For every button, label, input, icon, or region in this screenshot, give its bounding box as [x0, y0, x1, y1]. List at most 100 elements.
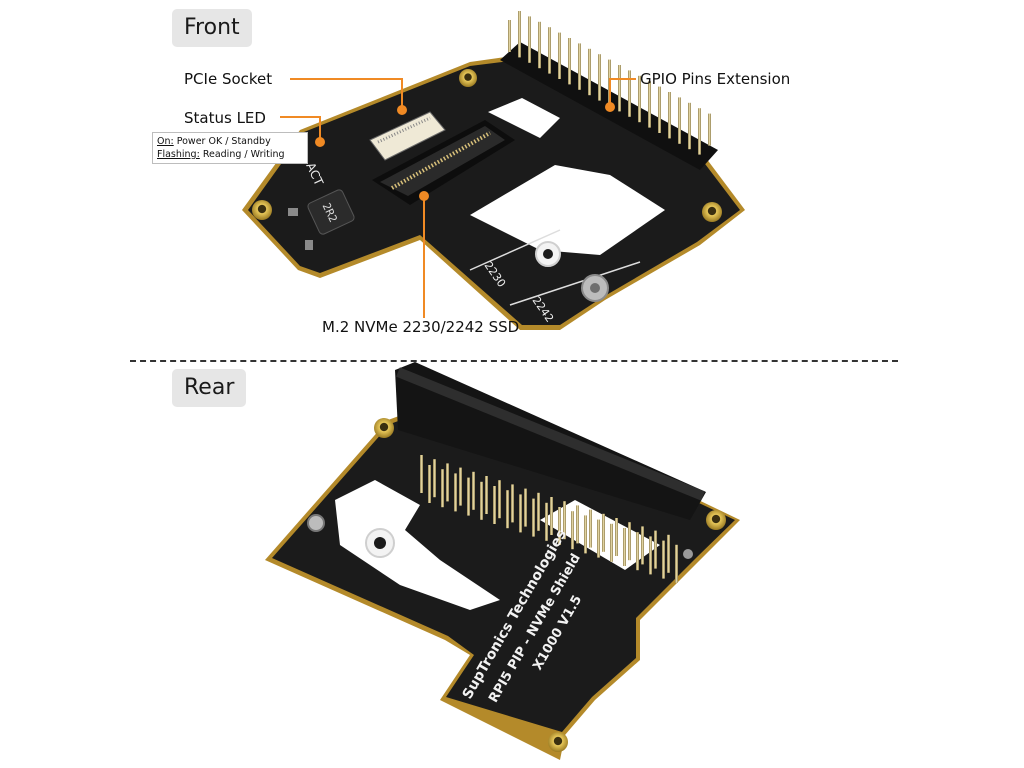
- rear-pin: [532, 498, 535, 537]
- rear-pin: [610, 523, 613, 562]
- smd-component: [288, 208, 298, 216]
- gpio-pin: [678, 97, 681, 130]
- gpio-pin: [618, 65, 621, 97]
- m2-connector: [372, 120, 515, 205]
- mounting-hole: [459, 69, 477, 87]
- rear-female-header: [395, 362, 706, 583]
- rear-pin: [467, 477, 470, 516]
- rear-pin: [589, 509, 592, 548]
- front-board: 2R2 ACT 2230 2242: [242, 11, 745, 330]
- rear-pin: [537, 492, 540, 531]
- rear-board: SupTronics Technologies RPI5 PIP - NVMe …: [265, 362, 740, 760]
- rear-pin: [563, 501, 566, 540]
- rear-pin: [454, 473, 457, 512]
- rear-pin: [602, 513, 605, 552]
- led-flash-desc: Reading / Writing: [199, 149, 285, 160]
- rear-pin: [628, 522, 631, 561]
- rear-pin: [675, 544, 678, 583]
- rear-pin: [623, 528, 626, 566]
- rear-pin: [558, 507, 561, 545]
- pcie-ffc-socket: [369, 111, 446, 161]
- front-section-tag: Front: [172, 9, 252, 47]
- pcie-dot: [397, 105, 407, 115]
- pcie-socket-label: PCIe Socket: [184, 70, 273, 88]
- rear-pin: [597, 519, 600, 558]
- mounting-hole: [374, 418, 394, 438]
- gpio-pin: [548, 27, 551, 60]
- rear-pin: [485, 476, 488, 514]
- gpio-pin: [598, 54, 601, 87]
- rear-pin: [576, 505, 579, 544]
- gpio-pin: [658, 86, 661, 119]
- rear-pin: [615, 518, 618, 556]
- rear-pin: [519, 494, 522, 533]
- rear-pin: [550, 497, 553, 535]
- rear-pin: [506, 490, 509, 529]
- pcie-leader: [290, 78, 403, 108]
- smd-component: [683, 549, 693, 559]
- rear-pin: [649, 536, 652, 575]
- rear-pin: [420, 455, 423, 493]
- ssd-dot: [419, 191, 429, 201]
- rear-pin: [459, 467, 462, 506]
- led-flash-key: Flashing:: [157, 149, 200, 160]
- rear-pin: [571, 511, 574, 550]
- gpio-pin: [668, 92, 671, 124]
- rear-pin: [493, 486, 496, 524]
- led-legend-on: On: Power OK / Standby: [157, 135, 303, 148]
- rear-pin: [636, 532, 639, 571]
- gpio-pin: [568, 38, 571, 70]
- rear-pin: [545, 502, 548, 541]
- gpio-leader: [609, 78, 636, 105]
- mounting-hole: [706, 510, 726, 530]
- gpio-pin: [628, 70, 631, 103]
- rear-pin: [428, 465, 431, 503]
- rear-pin: [480, 481, 483, 520]
- gpio-dot: [605, 102, 615, 112]
- gpio-pin: [518, 11, 521, 43]
- led-legend-flashing: Flashing: Reading / Writing: [157, 148, 303, 161]
- standoff-hole: [374, 537, 386, 549]
- mounting-hole: [252, 200, 272, 220]
- gpio-pin: [698, 108, 701, 141]
- gpio-pin: [588, 48, 591, 81]
- standoff-hole: [543, 249, 553, 259]
- rear-pin: [472, 471, 475, 510]
- rear-pin: [441, 469, 444, 508]
- status-led-legend: On: Power OK / Standby Flashing: Reading…: [152, 132, 308, 164]
- gpio-pin: [558, 32, 561, 65]
- gpio-pin: [708, 113, 711, 146]
- led-on-desc: Power OK / Standby: [173, 136, 271, 147]
- rear-pin: [584, 515, 587, 554]
- rear-pin: [667, 534, 670, 573]
- rear-pin: [641, 526, 644, 565]
- gpio-pin: [638, 75, 641, 108]
- section-divider: [130, 360, 898, 362]
- rear-section-tag: Rear: [172, 369, 247, 407]
- ssd-label: M.2 NVMe 2230/2242 SSD: [322, 318, 520, 336]
- gpio-pin: [508, 20, 511, 52]
- gpio-pin: [648, 81, 651, 114]
- inductor: 2R2: [307, 189, 355, 235]
- callout-dots: [315, 102, 615, 201]
- led-on-key: On:: [157, 136, 174, 147]
- rear-pin: [524, 488, 527, 527]
- rear-pin: [433, 459, 436, 498]
- status-led-label: Status LED: [184, 109, 266, 127]
- screw: [307, 514, 325, 532]
- led-leader: [280, 116, 321, 140]
- screw: [590, 283, 600, 293]
- rear-pin: [662, 540, 665, 579]
- gpio-pin: [688, 102, 691, 135]
- gpio-pin: [538, 21, 541, 54]
- gpio-pin: [528, 16, 531, 49]
- gpio-pin: [578, 43, 581, 76]
- gpio-extension-label: GPIO Pins Extension: [640, 70, 791, 88]
- mounting-hole: [548, 732, 568, 752]
- rear-pin: [511, 484, 514, 523]
- led-dot: [315, 137, 325, 147]
- mounting-hole: [702, 202, 722, 222]
- gpio-pin: [608, 59, 611, 92]
- rear-pin: [654, 530, 657, 569]
